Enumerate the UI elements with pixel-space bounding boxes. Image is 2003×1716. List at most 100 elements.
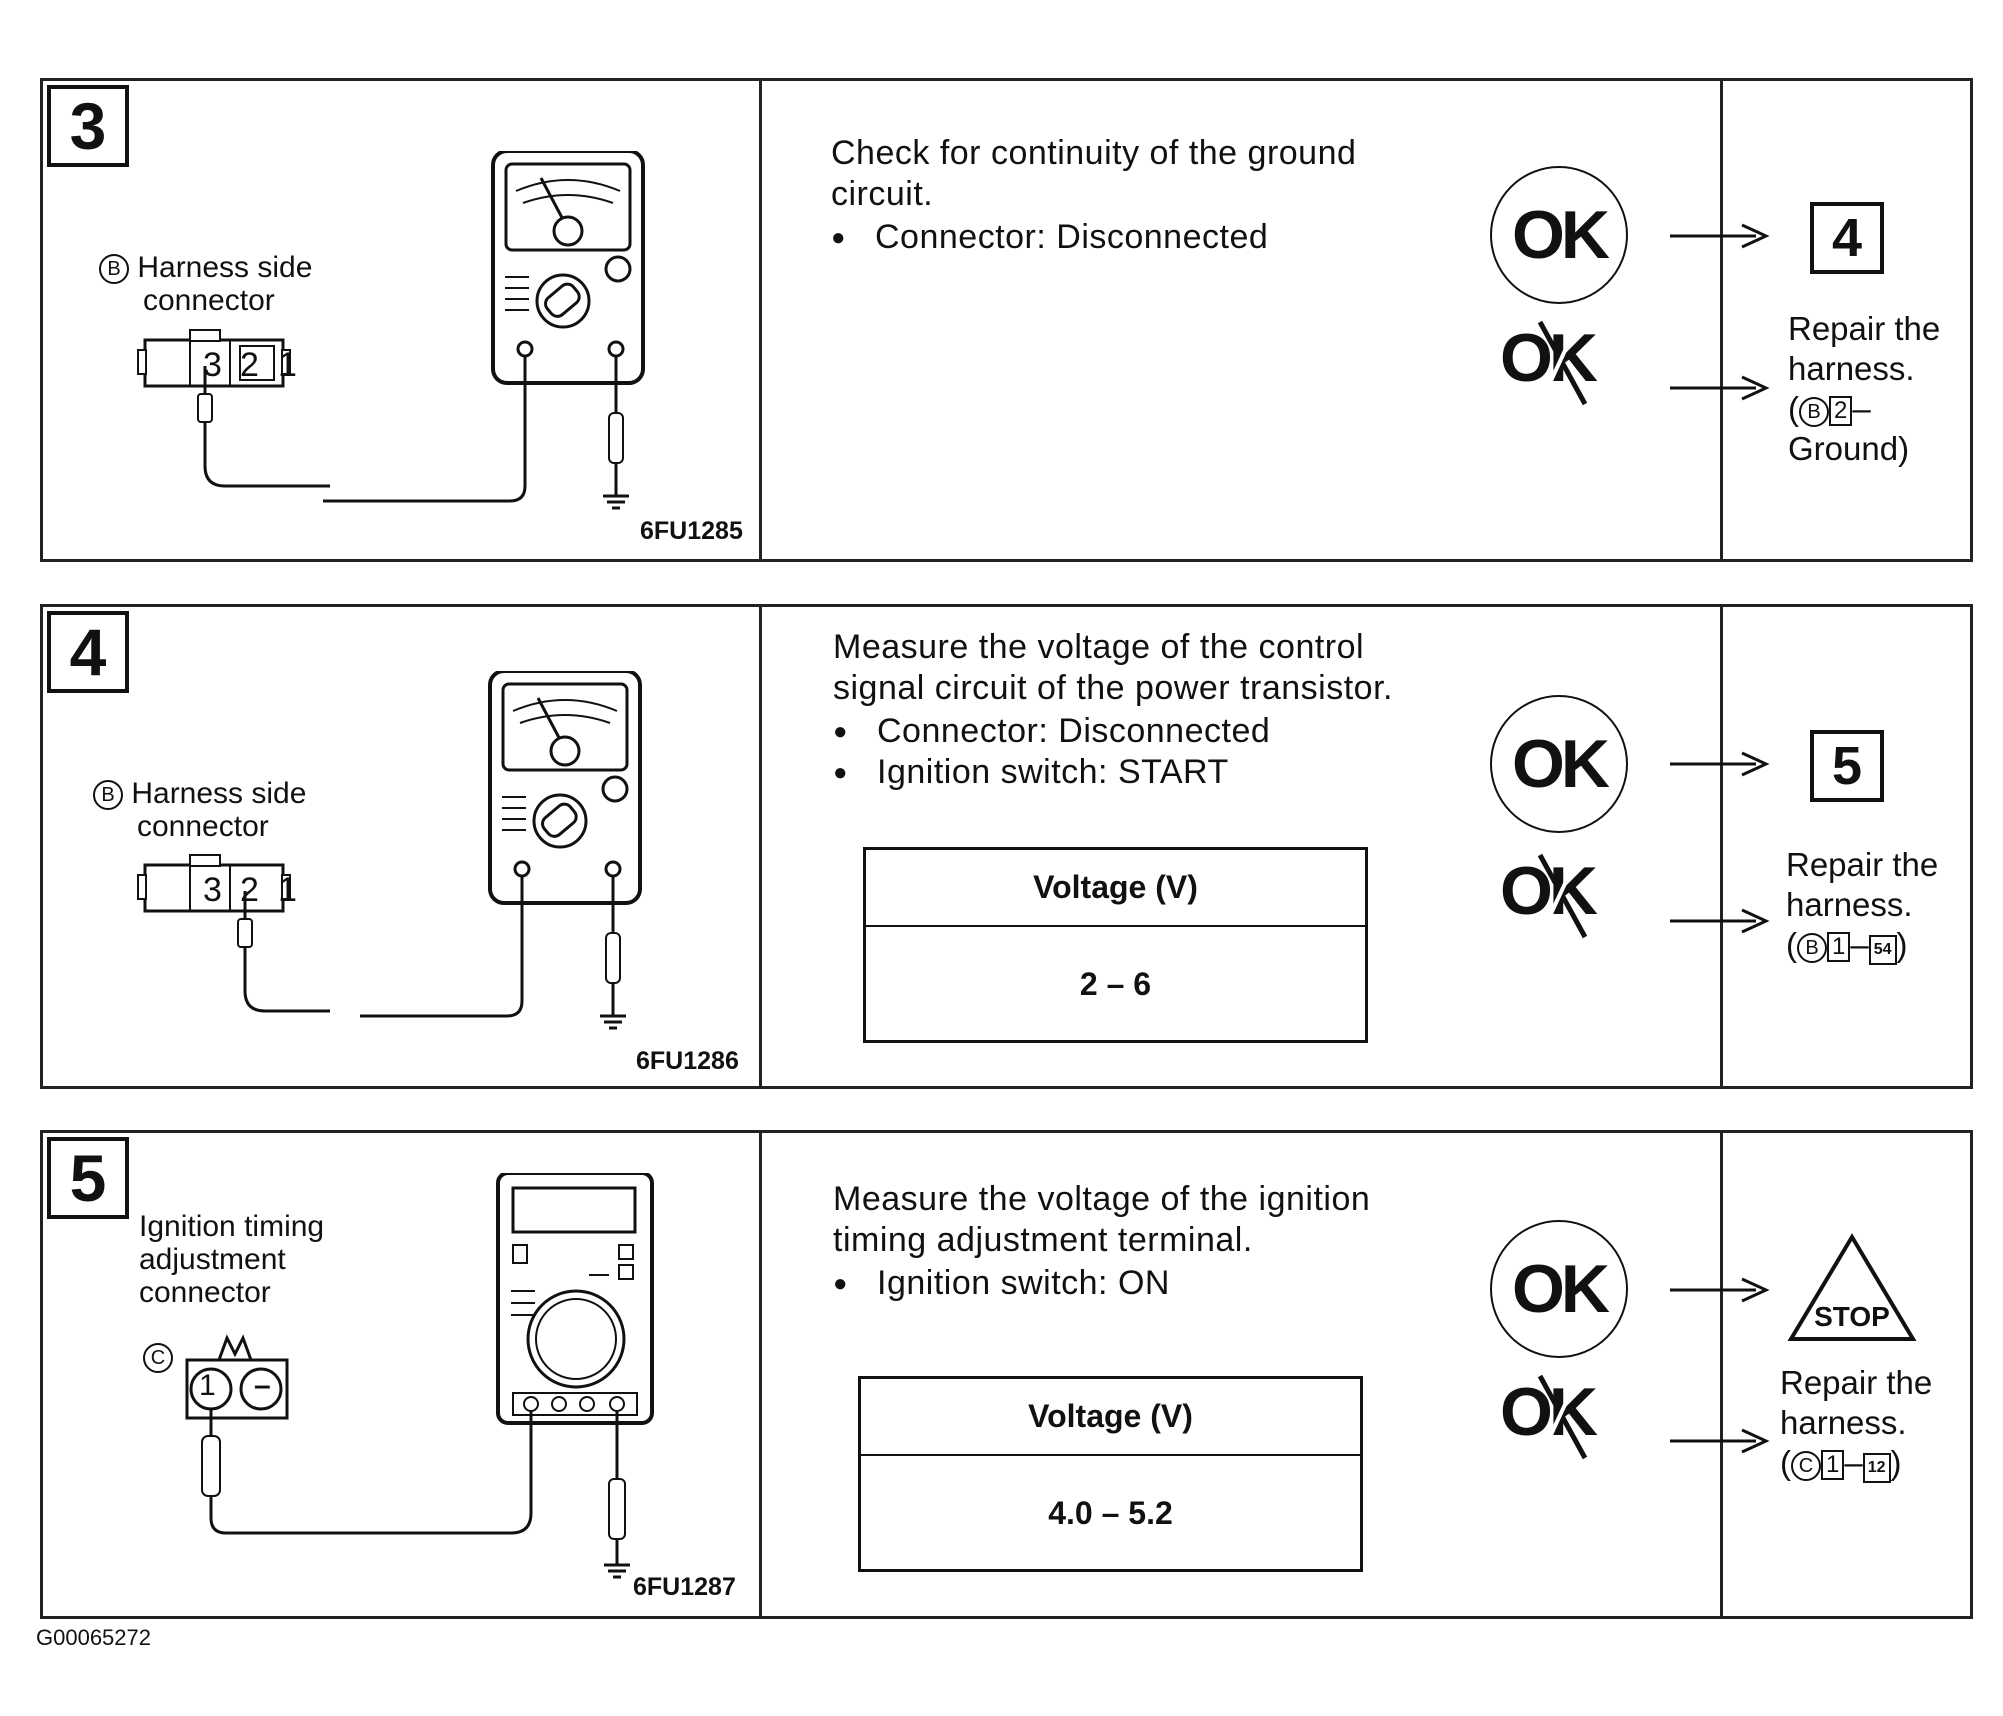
connector-label-line1: Harness side: [131, 777, 307, 810]
repair-ref-connector: B: [1799, 397, 1829, 427]
harness-connector-icon: [137, 854, 330, 1013]
ng-badge: OK: [1490, 308, 1630, 408]
repair-line1: Repair the: [1788, 310, 1941, 347]
connector-label-line3: connector: [139, 1276, 271, 1309]
instruction-title: Check for continuity of the ground circu…: [831, 134, 1357, 213]
repair-ref-line4: Ground): [1788, 430, 1910, 467]
voltage-table-header: Voltage (V): [866, 850, 1365, 927]
next-step-box: 4: [1810, 202, 1884, 274]
pin-1: 1: [278, 346, 297, 384]
instruction-bullet: Ignition switch: START: [833, 752, 1463, 793]
analog-multimeter-icon: [360, 671, 642, 1030]
pin-2: 2: [240, 871, 259, 909]
repair-ref-close: ): [1896, 926, 1908, 963]
column-divider: [1720, 607, 1723, 1086]
harness-connector-icon: [137, 329, 330, 488]
voltage-table: Voltage (V) 4.0 – 5.2: [858, 1376, 1363, 1572]
instruction-bullet: Connector: Disconnected: [833, 711, 1463, 752]
connector-marker: B: [93, 780, 123, 810]
repair-ref-pin2: 54: [1868, 935, 1897, 965]
stop-sign: STOP: [1787, 1233, 1917, 1345]
arrow-right-icon: [1670, 751, 1770, 777]
repair-ref-connector: C: [1791, 1451, 1821, 1481]
arrow-right-icon: [1670, 1277, 1770, 1303]
column-divider: [1720, 81, 1723, 559]
repair-line1: Repair the: [1786, 846, 1939, 883]
instruction-title: Measure the voltage of the ignition timi…: [833, 1180, 1371, 1259]
column-divider: [759, 607, 762, 1086]
step-panel-5: 5 Ignition timing adjustment connector C…: [40, 1130, 1973, 1619]
step-number: 5: [47, 1137, 129, 1219]
next-step-box: 5: [1810, 730, 1884, 802]
repair-ref-pin: 1: [1827, 932, 1851, 962]
pin-2: 2: [240, 346, 259, 384]
analog-multimeter-icon: [323, 151, 645, 510]
repair-line2: harness.: [1780, 1404, 1907, 1441]
voltage-table-value: 2 – 6: [1079, 966, 1152, 1002]
connector-marker: B: [99, 254, 129, 284]
repair-ref-dash: –: [1852, 390, 1871, 427]
instruction: Measure the voltage of the ignition timi…: [833, 1179, 1453, 1304]
pin-minus: –: [254, 1369, 271, 1402]
ok-badge: OK: [1490, 1220, 1628, 1358]
connector-label-line2: connector: [143, 284, 275, 317]
ng-badge: OK: [1490, 1362, 1630, 1462]
column-divider: [1720, 1133, 1723, 1616]
connector-label: Ignition timing adjustment connector: [139, 1210, 324, 1309]
arrow-right-icon: [1670, 908, 1770, 934]
repair-line2: harness.: [1788, 350, 1915, 387]
connector-label-line1: Ignition timing: [139, 1210, 325, 1243]
step-number: 4: [47, 611, 129, 693]
arrow-right-icon: [1670, 1428, 1770, 1454]
repair-ref-open: (: [1780, 1444, 1791, 1481]
stop-label: STOP: [1814, 1301, 1890, 1332]
ok-badge: OK: [1490, 166, 1628, 304]
connector-label-line2: connector: [137, 810, 269, 843]
connector-label: B Harness side connector: [99, 251, 312, 317]
pin-3: 3: [203, 871, 222, 909]
step-panel-4: 4 B Harness side connector 3 2 1: [40, 604, 1973, 1089]
repair-ref-pin: 1: [1821, 1450, 1845, 1480]
repair-ref-pin2: 12: [1862, 1453, 1891, 1483]
figure-code: 6FU1287: [633, 1573, 736, 1601]
instruction: Measure the voltage of the control signa…: [833, 627, 1463, 793]
stop-triangle-icon: [1787, 1233, 1917, 1341]
ng-badge: OK: [1490, 841, 1630, 941]
arrow-right-icon: [1670, 223, 1770, 249]
step-number: 3: [47, 85, 129, 167]
repair-ref-dash: –: [1844, 1444, 1863, 1481]
column-divider: [759, 81, 762, 559]
connector-marker: C: [143, 1343, 173, 1373]
ok-badge: OK: [1490, 695, 1628, 833]
figure-code: 6FU1286: [636, 1047, 739, 1075]
instruction-bullet: Ignition switch: ON: [833, 1263, 1453, 1304]
digital-multimeter-icon: [331, 1173, 654, 1579]
repair-ref-close: ): [1890, 1444, 1902, 1481]
repair-line1: Repair the: [1780, 1364, 1933, 1401]
repair-ref-connector: B: [1797, 933, 1827, 963]
voltage-table: Voltage (V) 2 – 6: [863, 847, 1368, 1043]
repair-ref-open: (: [1786, 926, 1797, 963]
repair-ref-pin: 2: [1829, 396, 1853, 426]
column-divider: [759, 1133, 762, 1616]
connector-label-line1: Harness side: [137, 251, 313, 284]
figure-code: 6FU1285: [640, 517, 743, 545]
pin-1: 1: [199, 1369, 216, 1402]
repair-ref-open: (: [1788, 390, 1799, 427]
instruction-title: Measure the voltage of the control signa…: [833, 628, 1393, 707]
pin-1: 1: [278, 871, 297, 909]
step-panel-3: 3 B Harness side connector 3 2 1: [40, 78, 1973, 562]
footer-code: G00065272: [36, 1625, 151, 1650]
instruction-bullet: Connector: Disconnected: [831, 217, 1451, 258]
arrow-right-icon: [1670, 375, 1770, 401]
repair-line2: harness.: [1786, 886, 1913, 923]
repair-ref-dash: –: [1850, 926, 1869, 963]
voltage-table-header: Voltage (V): [861, 1379, 1360, 1456]
connector-label: B Harness side connector: [93, 777, 306, 843]
pin-3: 3: [203, 346, 222, 384]
connector-label-line2: adjustment: [139, 1243, 286, 1276]
instruction: Check for continuity of the ground circu…: [831, 133, 1451, 258]
timing-connector-icon: [185, 1334, 331, 1535]
